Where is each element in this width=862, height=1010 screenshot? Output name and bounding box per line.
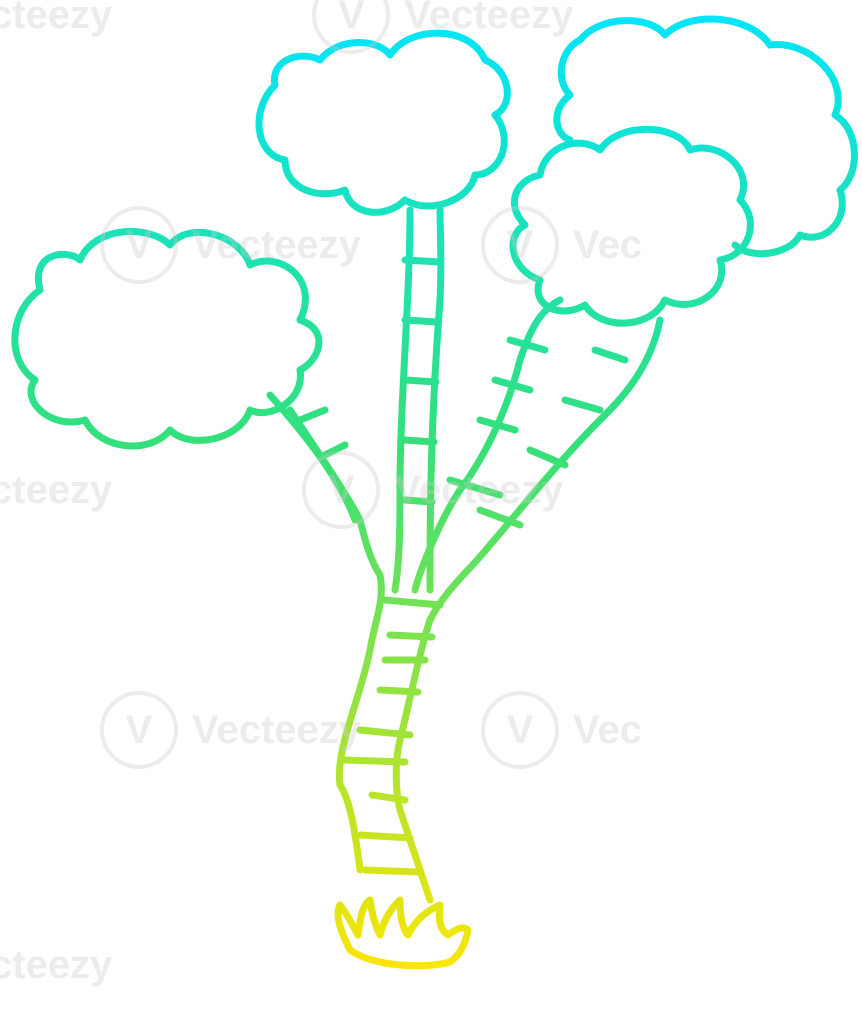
foliage-cloud-right-back [576,15,858,258]
foliage-cloud-middle [255,29,511,216]
foliage-cloud-left [11,228,323,450]
grass-tuft [334,896,472,966]
foliage-cloud-right-front [509,125,754,327]
tree-illustration [11,15,858,970]
